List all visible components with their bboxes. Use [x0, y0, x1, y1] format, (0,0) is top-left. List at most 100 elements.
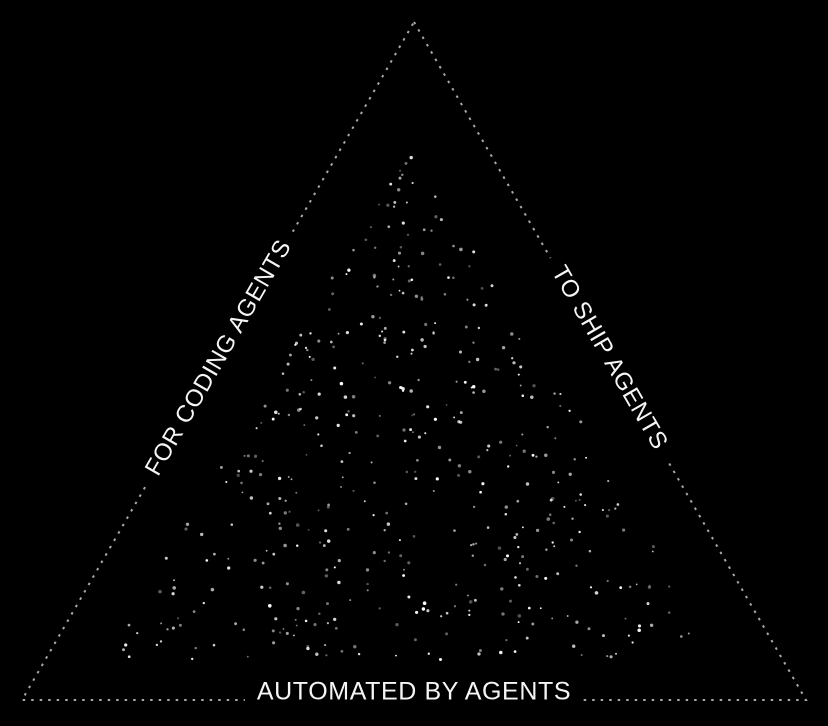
scatter-point: [580, 653, 583, 657]
scatter-point: [398, 289, 401, 292]
edge-label-automated-by-agents: AUTOMATED BY AGENTS: [244, 676, 584, 708]
scatter-point: [434, 195, 437, 198]
scatter-point: [417, 378, 420, 382]
scatter-point: [466, 298, 469, 301]
scatter-point: [205, 559, 209, 562]
scatter-point: [339, 381, 344, 386]
scatter-point: [647, 585, 652, 589]
scatter-point: [383, 529, 386, 532]
scatter-point: [421, 607, 426, 611]
scatter-point: [518, 562, 522, 565]
scatter-point: [510, 332, 514, 336]
scatter-point: [566, 615, 569, 617]
scatter-point: [395, 623, 399, 627]
scatter-point: [448, 458, 452, 462]
scatter-point: [325, 654, 328, 657]
scatter-point: [268, 511, 272, 515]
scatter-point: [605, 514, 609, 518]
scatter-point: [614, 507, 617, 510]
scatter-point: [571, 644, 576, 648]
scatter-point: [606, 655, 609, 658]
scatter-point: [260, 421, 263, 424]
scatter-point: [372, 513, 375, 517]
scatter-point: [352, 414, 356, 418]
scatter-point: [401, 389, 405, 392]
scatter-point: [511, 357, 514, 360]
scatter-point: [422, 228, 426, 232]
scatter-point: [378, 607, 381, 610]
scatter-point: [414, 470, 417, 473]
scatter-point: [263, 404, 267, 408]
scatter-point: [261, 459, 264, 463]
scatter-point: [584, 504, 587, 507]
scatter-point: [158, 589, 162, 594]
scatter-point: [468, 469, 472, 474]
scatter-point: [404, 502, 408, 506]
scatter-point: [679, 635, 683, 638]
scatter-point: [346, 527, 350, 531]
scatter-point: [325, 568, 329, 572]
scatter-point: [160, 622, 163, 625]
scatter-point: [136, 631, 139, 635]
scatter-point: [255, 427, 258, 430]
scatter-point: [517, 583, 521, 587]
scatter-point: [253, 558, 257, 562]
scatter-point: [311, 357, 315, 362]
scatter-point: [299, 333, 303, 337]
scatter-point: [383, 341, 386, 344]
scatter-point: [172, 586, 176, 590]
scatter-point: [573, 458, 576, 461]
scatter-point: [253, 454, 258, 458]
scatter-point: [420, 297, 424, 301]
scatter-point: [432, 331, 435, 335]
scatter-point: [333, 566, 336, 569]
scatter-point: [294, 343, 297, 346]
scatter-point: [399, 385, 403, 390]
scatter-point: [628, 585, 632, 589]
scatter-point: [376, 285, 379, 288]
scatter-point: [345, 273, 348, 276]
scatter-point: [266, 502, 270, 506]
scatter-point: [439, 218, 443, 222]
scatter-point: [389, 293, 393, 297]
scatter-point: [432, 490, 435, 492]
scatter-point: [607, 508, 611, 512]
scatter-point: [401, 387, 405, 391]
scatter-point: [473, 598, 477, 602]
scatter-point: [501, 346, 506, 350]
scatter-point: [274, 410, 278, 415]
scatter-point: [551, 617, 554, 620]
scatter-point: [326, 539, 331, 543]
scatter-point: [509, 454, 512, 457]
scatter-point: [477, 652, 481, 656]
scatter-point: [575, 564, 578, 567]
scatter-point: [434, 215, 438, 219]
scatter-point: [413, 638, 417, 642]
scatter-point: [406, 233, 410, 236]
scatter-point: [519, 384, 522, 387]
scatter-point: [347, 410, 350, 413]
scatter-point: [399, 554, 403, 558]
scatter-point: [290, 478, 293, 481]
scatter-point: [178, 623, 182, 627]
scatter-point: [602, 634, 605, 638]
scatter-point: [412, 535, 416, 538]
scatter-point: [588, 549, 592, 553]
scatter-point: [463, 380, 467, 384]
scatter-point: [246, 454, 250, 458]
scatter-point: [283, 511, 287, 515]
scatter-point: [589, 586, 593, 589]
scatter-point: [258, 472, 263, 477]
scatter-point: [334, 626, 338, 630]
scatter-point: [171, 592, 175, 596]
scatter-point: [411, 181, 414, 185]
scatter-point: [434, 322, 437, 325]
scatter-point: [443, 293, 447, 296]
scatter-point: [292, 634, 295, 637]
scatter-point: [426, 609, 430, 613]
scatter-point: [243, 454, 246, 457]
scatter-point: [294, 618, 297, 621]
scatter-point: [452, 276, 455, 280]
scatter-point: [348, 451, 351, 455]
scatter-point: [563, 505, 566, 508]
